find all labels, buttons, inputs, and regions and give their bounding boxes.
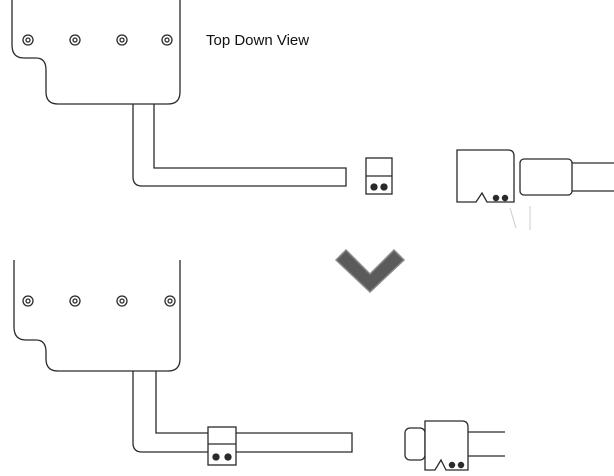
l-rod [132, 371, 353, 453]
after-state [13, 260, 505, 471]
clip [365, 157, 393, 195]
connector-housing [424, 420, 469, 471]
view-label: Top Down View [206, 32, 310, 49]
clip [207, 426, 237, 466]
screw-hole-icon [22, 34, 173, 46]
mounting-plate [13, 260, 181, 372]
before-state [11, 0, 614, 230]
chevron-down-icon [334, 248, 406, 294]
mounting-plate [11, 0, 181, 105]
l-rod [132, 104, 347, 187]
cable-plug [519, 158, 614, 196]
connector-housing [456, 149, 515, 203]
screw-hole-icon [22, 295, 176, 307]
